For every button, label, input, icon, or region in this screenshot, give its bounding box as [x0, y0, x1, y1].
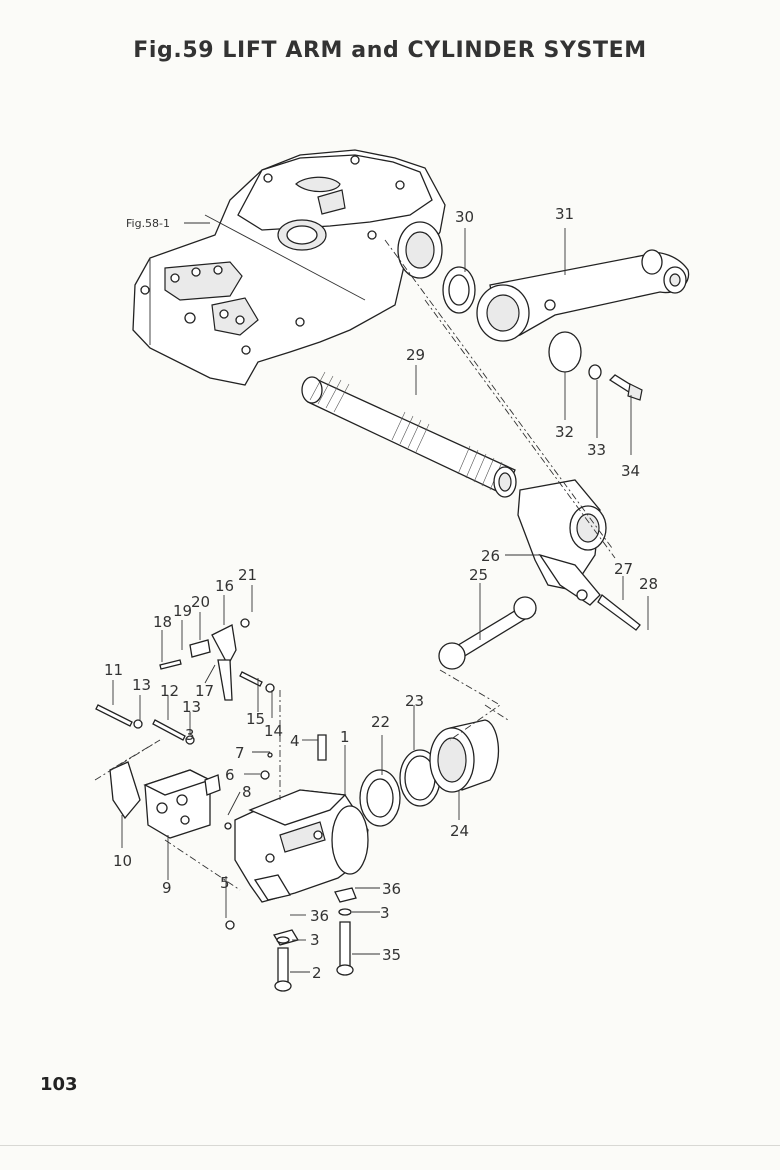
callout-17: 17 [195, 682, 214, 700]
callout-18: 18 [153, 613, 172, 631]
callout-35: 35 [382, 946, 401, 964]
callout-31: 31 [555, 205, 574, 223]
callout-8: 8 [242, 783, 252, 801]
callout-15: 15 [246, 710, 265, 728]
callout-13: 13 [132, 676, 151, 694]
callout-9: 9 [162, 879, 172, 897]
callout-labels: 1 2 3 3 3 4 5 6 7 8 9 10 11 12 13 13 14 … [104, 205, 658, 982]
callout-24: 24 [450, 822, 469, 840]
callout-21: 21 [238, 566, 257, 584]
callout-26: 26 [481, 547, 500, 565]
callout-28: 28 [639, 575, 658, 593]
callout-3: 3 [380, 904, 390, 922]
callout-22: 22 [371, 713, 390, 731]
lift-shaft [301, 371, 517, 498]
cylinder-arm [517, 479, 641, 631]
callout-14: 14 [264, 722, 283, 740]
callout-23: 23 [405, 692, 424, 710]
callout-5: 5 [220, 874, 230, 892]
callout-30: 30 [455, 208, 474, 226]
callout-1: 1 [340, 728, 350, 746]
piston-and-seals [359, 719, 500, 827]
page-number: 103 [40, 1074, 78, 1095]
callout-10: 10 [113, 852, 132, 870]
top-cover-housing [132, 149, 446, 386]
callout-13: 13 [182, 698, 201, 716]
control-valve [109, 761, 221, 839]
callout-20: 20 [191, 593, 210, 611]
leader-lines [94, 228, 649, 973]
callout-34: 34 [621, 462, 640, 480]
callout-16: 16 [215, 577, 234, 595]
callout-27: 27 [614, 560, 633, 578]
callout-12: 12 [160, 682, 179, 700]
callout-36: 36 [382, 880, 401, 898]
callout-2: 2 [312, 964, 322, 982]
scan-edge [0, 1145, 780, 1146]
callout-19: 19 [173, 602, 192, 620]
callout-11: 11 [104, 661, 123, 679]
callout-33: 33 [587, 441, 606, 459]
callout-25: 25 [469, 566, 488, 584]
callout-4: 4 [290, 732, 300, 750]
callout-7: 7 [235, 744, 245, 762]
callout-29: 29 [406, 346, 425, 364]
piston-rod [438, 596, 537, 670]
reference-label: Fig.58-1 [126, 217, 170, 230]
callout-3: 3 [310, 931, 320, 949]
page-title: Fig.59 LIFT ARM and CYLINDER SYSTEM [133, 38, 647, 63]
lift-arm-assembly [442, 249, 690, 401]
cylinder-housing [234, 734, 369, 903]
callout-36: 36 [310, 907, 329, 925]
callout-6: 6 [225, 766, 235, 784]
callout-3: 3 [185, 726, 195, 744]
callout-32: 32 [555, 423, 574, 441]
